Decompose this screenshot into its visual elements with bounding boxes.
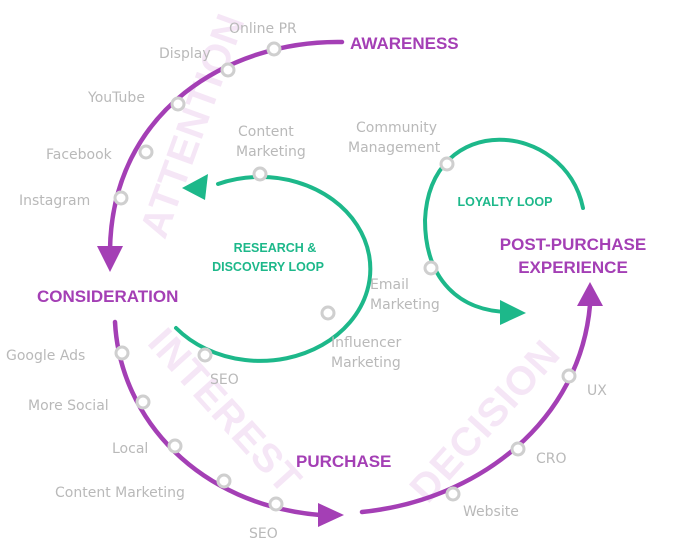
cro-label: CRO: [536, 451, 567, 467]
local-dot: [167, 438, 183, 454]
influencer-marketing-label-line1: Influencer: [331, 335, 401, 351]
loyalty-loop-label: LOYALTY LOOP: [458, 195, 553, 209]
consideration-label: CONSIDERATION: [37, 287, 178, 306]
email-marketing-label-line1: Email: [370, 277, 409, 293]
content-marketing-bottom-label: Content Marketing: [55, 485, 185, 501]
post-purchase-label-line1: POST-PURCHASE: [500, 235, 646, 254]
awareness-label: AWARENESS: [350, 34, 459, 53]
youtube-label: YouTube: [87, 90, 145, 106]
facebook-label: Facebook: [46, 147, 113, 163]
post-purchase-label-line2: EXPERIENCE: [518, 258, 628, 277]
ux-dot: [561, 368, 577, 384]
email-marketing-dot: [423, 260, 439, 276]
more-social-label: More Social: [28, 398, 109, 414]
research-loop-label-line1: RESEARCH &: [234, 241, 317, 255]
purchase-arrowhead: [318, 503, 344, 527]
display-dot: [220, 62, 236, 78]
more-social-dot: [135, 394, 151, 410]
loyalty-loop-arc: [422, 137, 585, 314]
seo-bottom-label: SEO: [249, 526, 278, 542]
content-marketing-inner-label-line1: Content: [238, 124, 294, 140]
content-marketing-bottom-dot: [216, 473, 232, 489]
influencer-marketing-dot: [320, 305, 336, 321]
research-discovery-loop-arc: [174, 174, 373, 363]
instagram-label: Instagram: [19, 193, 90, 209]
google-ads-dot: [114, 345, 130, 361]
post-purchase-arrowhead: [577, 282, 603, 306]
influencer-marketing-label-line2: Marketing: [331, 355, 401, 371]
email-marketing-label-line2: Marketing: [370, 297, 440, 313]
seo-inner-label: SEO: [210, 372, 239, 388]
research-loop-arrowhead: [182, 174, 208, 200]
website-dot: [445, 486, 461, 502]
seo-bottom-dot: [268, 496, 284, 512]
facebook-dot: [138, 144, 154, 160]
community-management-label-line2: Management: [348, 140, 441, 156]
community-management-dot: [439, 156, 455, 172]
local-label: Local: [112, 441, 148, 457]
ux-label: UX: [587, 383, 607, 399]
youtube-dot: [170, 96, 186, 112]
google-ads-label: Google Ads: [6, 348, 85, 364]
research-loop-label-line2: DISCOVERY LOOP: [212, 260, 324, 274]
display-label: Display: [159, 46, 211, 62]
loyalty-loop-arrowhead: [500, 300, 526, 325]
instagram-dot: [113, 190, 129, 206]
online-pr-dot: [266, 41, 282, 57]
online-pr-label: Online PR: [229, 21, 297, 37]
consideration-arrowhead: [97, 246, 123, 272]
community-management-label-line1: Community: [356, 120, 437, 136]
purchase-label: PURCHASE: [296, 452, 391, 471]
content-marketing-inner-label-line2: Marketing: [236, 144, 306, 160]
seo-inner-dot: [197, 347, 213, 363]
website-label: Website: [463, 504, 519, 520]
content-marketing-inner-dot: [252, 166, 268, 182]
cro-dot: [510, 441, 526, 457]
